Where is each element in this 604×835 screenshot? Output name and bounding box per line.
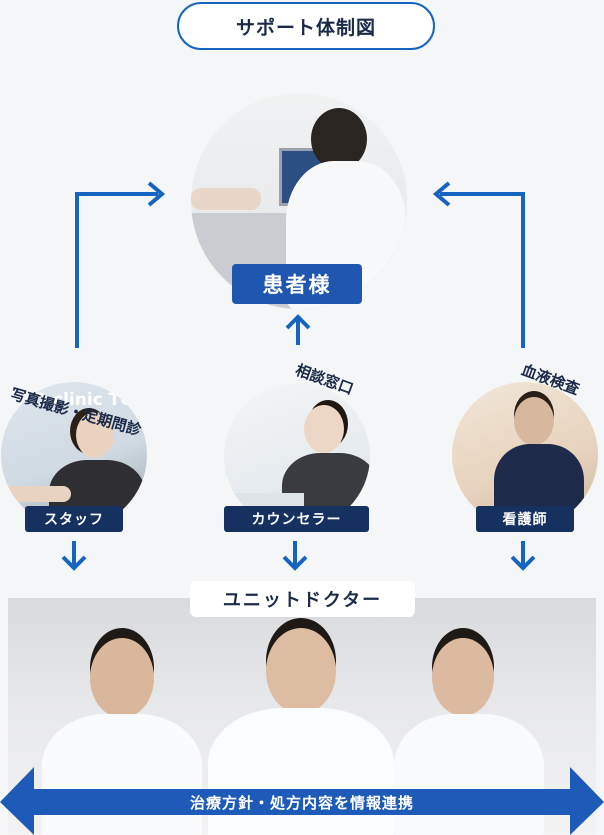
patient-label: 患者様 <box>232 264 362 304</box>
center-up-arrowhead <box>285 314 311 330</box>
patient-arm-shape <box>191 188 261 210</box>
nurse-head-shape <box>514 397 554 445</box>
patient-photo <box>191 93 407 309</box>
counselor-head-shape <box>304 405 344 453</box>
clinic-sign: D clinic TO <box>33 390 135 410</box>
info-sharing-text: 治療方針・処方内容を情報連携 <box>189 793 414 812</box>
right-loop-line <box>440 192 525 348</box>
down-arrow-right-head <box>510 555 536 571</box>
down-arrow-center-head <box>282 555 308 571</box>
doctor2-head-shape <box>266 628 336 714</box>
diagram-title: サポート体制図 <box>177 2 435 50</box>
down-arrow-left-head <box>61 555 87 571</box>
staff-arm-shape <box>1 486 71 502</box>
left-loop-line <box>75 192 158 348</box>
staff-label: スタッフ <box>25 506 123 532</box>
doctor3-head-shape <box>432 638 494 716</box>
double-arrow-shape <box>0 767 604 835</box>
left-loop-arrowhead <box>147 181 166 207</box>
doctor1-head-shape <box>90 638 154 718</box>
counselor-label: カウンセラー <box>224 506 369 532</box>
nurse-label: 看護師 <box>476 506 574 532</box>
doctor-head-shape <box>311 108 367 170</box>
staff-head-shape <box>76 412 114 458</box>
right-loop-arrowhead <box>432 181 451 207</box>
unit-doctor-label: ユニットドクター <box>190 581 415 617</box>
counselor-photo <box>224 383 370 529</box>
